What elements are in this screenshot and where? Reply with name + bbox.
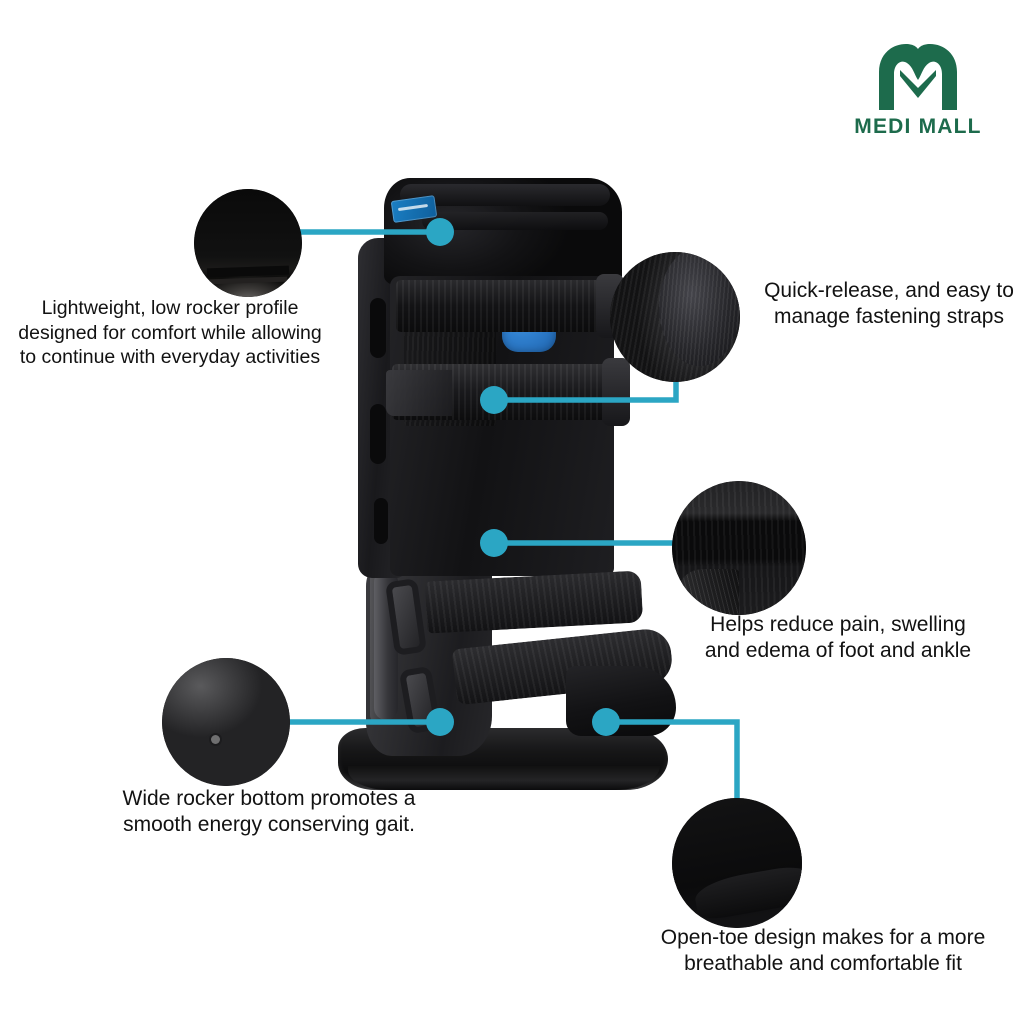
brand-logo: MEDI MALL	[838, 36, 998, 137]
boot-strut-slot	[374, 498, 388, 544]
callout-text-quick-release: Quick-release, and easy to manage fasten…	[764, 279, 1014, 329]
bubble-image	[672, 798, 802, 928]
connector-open-toe	[606, 719, 740, 806]
zoom-bubble-fastening-strap	[610, 252, 740, 382]
boot-upper-strap	[396, 280, 618, 332]
boot-liner-fold	[422, 212, 608, 230]
zoom-bubble-rocker-hook	[162, 658, 290, 786]
zoom-bubble-velcro-band	[672, 481, 806, 615]
dot-rocker-bottom	[426, 708, 454, 736]
heart-m-logo-icon	[879, 44, 957, 110]
callout-text-open-toe: Open-toe design makes for a more breatha…	[660, 926, 986, 976]
dot-open-toe	[592, 708, 620, 736]
boot-sole-tread	[348, 766, 660, 790]
zoom-bubble-open-toe	[672, 798, 802, 928]
boot-shell-highlight	[370, 564, 388, 724]
dot-swelling	[480, 529, 508, 557]
boot-mid-strap-tail	[386, 370, 452, 416]
connector-endpoint-dots	[426, 218, 620, 736]
dot-quick-release	[480, 386, 508, 414]
dot-lightweight	[426, 218, 454, 246]
callout-text-lightweight: Lightweight, low rocker profile designed…	[18, 297, 322, 369]
bubble-image	[610, 252, 740, 382]
connector-quick-release	[494, 380, 679, 403]
boot-liner-fold	[400, 184, 610, 206]
brand-name: MEDI MALL	[854, 115, 982, 138]
boot-mid-buckle	[602, 358, 630, 426]
boot-strut-slot	[370, 404, 386, 464]
callout-text-rocker-bottom: Wide rocker bottom promotes a smooth ene…	[122, 787, 416, 837]
bubble-image	[194, 189, 302, 297]
zoom-bubble-strap-fabric	[194, 189, 302, 297]
bubble-image	[672, 481, 806, 615]
bubble-image	[162, 658, 290, 786]
callout-text-swelling: Helps reduce pain, swelling and edema of…	[704, 613, 972, 663]
boot-strut-slot	[370, 298, 386, 358]
